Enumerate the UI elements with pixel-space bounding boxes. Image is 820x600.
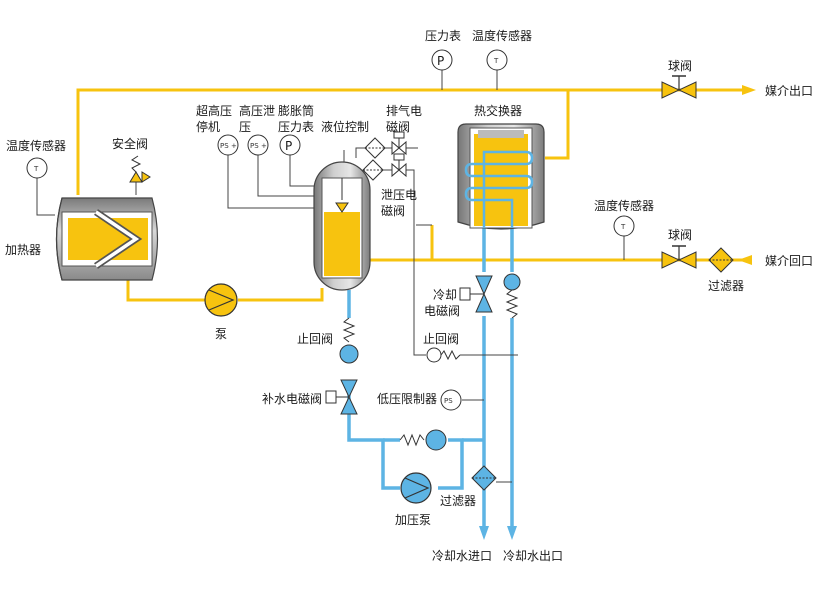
medium-outlet-label: 媒介出口 <box>765 84 813 98</box>
heater-label: 加热器 <box>5 243 41 257</box>
ps-text: PS <box>220 142 229 150</box>
t-text: T <box>620 223 626 231</box>
medium-return-label: 媒介回口 <box>765 254 813 268</box>
return-temperature-sensor-label: 温度传感器 <box>594 198 654 213</box>
heater-temperature-sensor-icon: T <box>26 157 48 179</box>
high-pressure-relief-switch-icon: PS + <box>247 134 269 156</box>
labels: 加热器 安全阀 温度传感器 泵 超高压 停机 高压泄 压 膨胀筒 压力表 液位控… <box>5 28 813 563</box>
booster-pump-label: 加压泵 <box>395 513 431 527</box>
relief-valve-label-1: 泄压电 <box>381 188 417 202</box>
cooling-check-valve-icon <box>503 273 521 319</box>
relief-valve-label-2: 磁阀 <box>381 203 405 218</box>
cooling-solenoid-valve-icon <box>459 275 493 313</box>
plus-text: + <box>231 142 237 150</box>
expansion-tank <box>313 161 371 291</box>
heater <box>55 197 159 281</box>
safety-valve-label: 安全阀 <box>112 136 148 151</box>
medium-outlet-arrow-icon <box>742 85 756 95</box>
low-pressure-limiter-label: 低压限制器 <box>377 392 437 406</box>
cooling-valve-label-1: 冷却 <box>433 288 457 302</box>
top-temperature-sensor-label: 温度传感器 <box>472 28 532 43</box>
p-text: P <box>437 54 444 68</box>
vent-valve-label-2: 磁阀 <box>386 119 410 134</box>
left-check-valve-label: 止回阀 <box>297 332 333 346</box>
heat-exchanger <box>457 123 545 230</box>
vent-valve-label-1: 排气电 <box>386 103 422 118</box>
heat-exchanger-label: 热交换器 <box>474 103 522 118</box>
ball-valve-outlet-label: 球阀 <box>668 59 692 73</box>
high-pressure-stop-label-2: 停机 <box>196 119 220 134</box>
pump-label: 泵 <box>215 327 227 341</box>
vent-filter-icon <box>364 137 386 159</box>
low-pressure-limiter-icon: PS <box>440 389 462 411</box>
hot-medium-pipes <box>76 88 752 302</box>
vent-solenoid-valve-icon <box>391 131 407 156</box>
cooling-inlet-label: 冷却水进口 <box>432 549 492 563</box>
relief-filter-icon <box>362 159 384 181</box>
booster-pump-icon <box>400 472 432 504</box>
level-control-label: 液位控制 <box>321 119 369 134</box>
relief-solenoid-valve-icon <box>391 153 407 178</box>
cooling-outlet-arrow-icon <box>507 526 517 540</box>
cooling-outlet-label: 冷却水出口 <box>503 549 563 563</box>
pump-icon <box>204 283 238 317</box>
left-check-valve-icon <box>339 317 359 364</box>
ball-valve-return-icon <box>661 245 697 269</box>
high-pressure-stop-switch-icon: PS + <box>217 134 239 156</box>
p-text: P <box>285 139 292 153</box>
t-text: T <box>33 165 39 173</box>
safety-valve <box>129 155 151 183</box>
t-text: T <box>493 57 499 65</box>
booster-check-valve-icon <box>399 429 447 451</box>
high-pressure-relief-label-1: 高压泄 <box>239 103 275 118</box>
ps-text: PS <box>250 142 259 150</box>
high-pressure-stop-label-1: 超高压 <box>196 103 232 118</box>
top-temperature-sensor-icon: T <box>486 49 508 71</box>
cooling-inlet-arrow-icon <box>479 526 489 540</box>
top-pressure-gauge-icon: P <box>431 49 453 71</box>
expansion-gauge-label-1: 膨胀筒 <box>278 103 314 118</box>
plus-text: + <box>261 142 267 150</box>
top-pressure-gauge-label: 压力表 <box>425 29 461 43</box>
ball-valve-outlet-icon <box>661 75 697 99</box>
cooling-filter-label: 过滤器 <box>440 494 476 508</box>
heater-temperature-sensor-label: 温度传感器 <box>6 138 66 153</box>
return-filter-label: 过滤器 <box>708 279 744 293</box>
ps-minus-text: PS <box>444 397 453 405</box>
makeup-valve-label: 补水电磁阀 <box>262 391 322 406</box>
mid-check-valve-icon <box>426 347 461 363</box>
cooling-valve-label-2: 电磁阀 <box>424 303 460 318</box>
mid-check-valve-label: 止回阀 <box>423 332 459 346</box>
cooling-filter-icon <box>471 465 497 491</box>
expansion-gauge-label-2: 压力表 <box>278 120 314 134</box>
expansion-pressure-gauge-icon: P <box>279 134 301 156</box>
return-filter-icon <box>708 247 734 273</box>
return-temperature-sensor-icon: T <box>613 215 635 237</box>
makeup-solenoid-valve-icon <box>325 379 358 415</box>
ball-valve-return-label: 球阀 <box>668 228 692 242</box>
medium-return-arrow-icon <box>738 255 752 265</box>
high-pressure-relief-label-2: 压 <box>239 120 251 134</box>
